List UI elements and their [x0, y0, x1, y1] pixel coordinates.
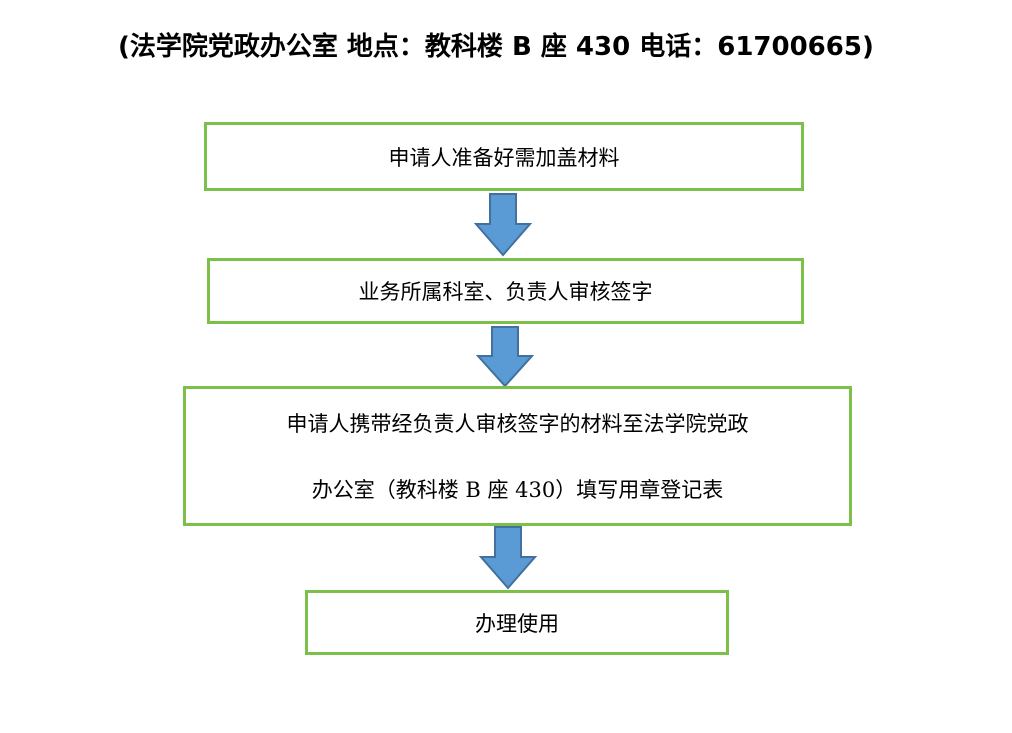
- step-3-line-2: 办公室（教科楼 B 座 430）填写用章登记表: [311, 478, 724, 502]
- step-1-text: 申请人准备好需加盖材料: [388, 145, 620, 170]
- step-register-seal-use: 申请人携带经负责人审核签字的材料至法学院党政 办公室（教科楼 B 座 430）填…: [183, 386, 852, 526]
- step-2-text: 业务所属科室、负责人审核签字: [358, 280, 653, 304]
- step-process-use: 办理使用: [305, 590, 729, 655]
- header-location-contact: (法学院党政办公室 地点：教科楼 B 座 430 电话：61700665): [118, 32, 874, 62]
- step-department-review: 业务所属科室、负责人审核签字: [207, 258, 804, 324]
- down-arrow-icon: [474, 193, 532, 257]
- step-3-line-1: 申请人携带经负责人审核签字的材料至法学院党政: [286, 412, 749, 436]
- step-4-text: 办理使用: [475, 611, 559, 636]
- step-prepare-materials: 申请人准备好需加盖材料: [204, 122, 804, 191]
- down-arrow-icon: [479, 526, 537, 590]
- down-arrow-icon: [476, 326, 534, 388]
